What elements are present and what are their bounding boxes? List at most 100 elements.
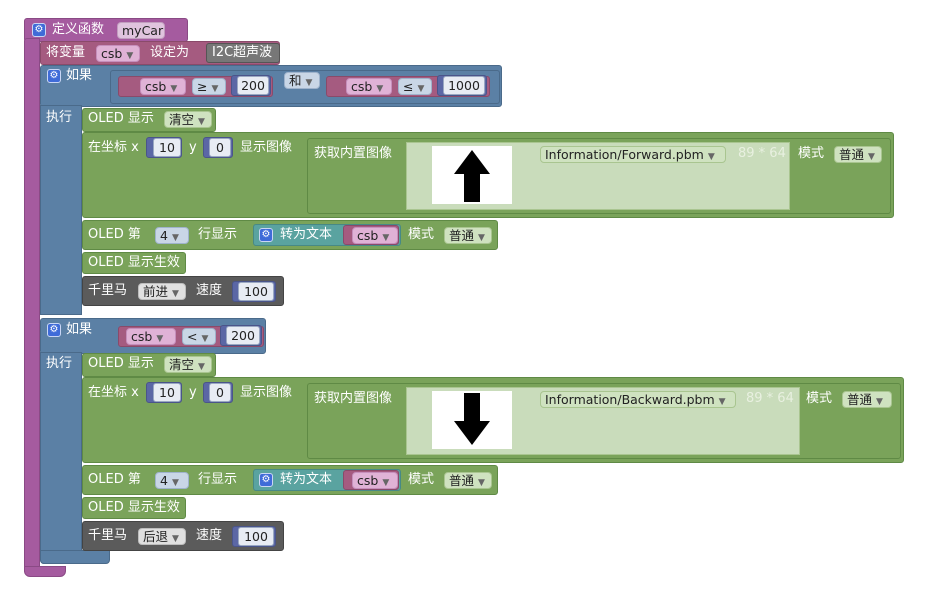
y-input-2[interactable]: 0 [209,383,231,402]
rhs-var-dropdown-1[interactable]: csb▼ [346,78,392,95]
image-file-1: Information/Forward.pbm [545,147,704,162]
speed-input-1[interactable]: 100 [238,282,274,301]
chevron-down-icon: ▼ [376,84,384,94]
oled-action-1: 清空 [169,112,195,127]
text-var-dropdown-2[interactable]: csb▼ [352,472,398,489]
mode2-dropdown-1[interactable]: 普通▼ [444,227,492,244]
gear-icon[interactable]: ⚙ [47,323,61,337]
oled-commit-block-1[interactable] [82,252,186,274]
get-img-label-2: 获取内置图像 [314,391,393,406]
chevron-down-icon: ▼ [170,84,178,94]
image-file-2: Information/Backward.pbm [545,392,715,407]
image-preview-2 [432,391,512,449]
up-arrow-icon [454,150,490,202]
if-label-2: 如果 [66,322,93,337]
if-block-2-footer [40,550,110,564]
text-var-1: csb [357,228,379,243]
oled-commit-block-2[interactable] [82,497,186,519]
chevron-down-icon: ▼ [382,478,390,488]
line-dropdown-2[interactable]: 4▼ [155,472,189,489]
num-input-1b[interactable]: 1000 [443,76,485,95]
line-2: 4 [160,473,168,488]
procedure-spine [24,38,40,576]
if-block-1-spine [40,105,82,315]
oled-action-dropdown-2[interactable]: 清空▼ [164,356,212,373]
num-input-2[interactable]: 200 [226,326,260,345]
mode-label-1: 模式 [798,146,825,161]
row-show-label-2: 行显示 [198,472,238,487]
set-var-middle: 设定为 [150,45,190,60]
image-preview-1 [432,146,512,204]
show-img-label-1: 显示图像 [240,140,293,155]
chevron-down-icon: ▼ [305,78,313,88]
car-label-2: 千里马 [88,528,128,543]
speed-label-1: 速度 [196,283,223,298]
mode2-dropdown-2[interactable]: 普通▼ [444,472,492,489]
chevron-down-icon: ▼ [417,84,425,94]
speed-input-2[interactable]: 100 [238,527,274,546]
line-dropdown-1[interactable]: 4▼ [155,227,189,244]
chevron-down-icon: ▼ [156,334,164,344]
coord-label-1: 在坐标 x [88,140,139,155]
lhs-var-dropdown-1[interactable]: csb▼ [140,78,186,95]
oled-action-dropdown-1[interactable]: 清空▼ [164,111,212,128]
op-1b: ≤ [403,79,414,94]
line-label-2: OLED 第 [88,472,141,487]
car-dir-1: 前进 [143,284,169,299]
y-input-1[interactable]: 0 [209,138,231,157]
gear-icon[interactable]: ⚙ [259,228,273,242]
image-file-dropdown-1[interactable]: Information/Forward.pbm▼ [540,146,726,163]
car-dir-dropdown-1[interactable]: 前进▼ [138,283,186,300]
text-var-dropdown-1[interactable]: csb▼ [352,227,398,244]
to-text-label-2: 转为文本 [280,472,333,487]
chevron-down-icon: ▼ [718,397,726,407]
mode-dropdown-2[interactable]: 普通▼ [842,391,892,408]
car-dir-dropdown-2[interactable]: 后退▼ [138,528,186,545]
show-img-label-2: 显示图像 [240,385,293,400]
set-var-dropdown[interactable]: csb▼ [96,45,140,62]
gear-icon[interactable]: ⚙ [32,23,46,37]
if-label-1: 如果 [66,68,93,83]
op-2: < [187,329,198,344]
lhs-var-1: csb [145,79,167,94]
chevron-down-icon: ▼ [172,534,179,544]
commit-label-1: OLED 显示生效 [88,255,180,270]
chevron-down-icon: ▼ [172,289,179,299]
procedure-footer [24,566,66,577]
op-dropdown-2[interactable]: <▼ [182,328,216,345]
chevron-down-icon: ▼ [478,478,485,488]
sensor-value-block[interactable] [206,43,280,63]
image-file-dropdown-2[interactable]: Information/Backward.pbm▼ [540,391,736,408]
function-name-field[interactable]: myCar [117,22,165,39]
down-arrow-icon [454,393,490,445]
x-input-1[interactable]: 10 [153,138,181,157]
gear-icon[interactable]: ⚙ [47,69,61,83]
oled-label-2: OLED 显示 [88,356,154,371]
exec-label-1: 执行 [46,110,73,125]
lhs-var-dropdown-2[interactable]: csb▼ [126,328,176,345]
and-dropdown[interactable]: 和▼ [284,72,320,89]
x-input-2[interactable]: 10 [153,383,181,402]
rhs-var-1: csb [351,79,373,94]
op-dropdown-1a[interactable]: ≥▼ [192,78,226,95]
oled-label-1: OLED 显示 [88,111,154,126]
num-input-1a[interactable]: 200 [237,76,269,95]
y-label-1: y [189,140,197,155]
get-img-label-1: 获取内置图像 [314,146,393,161]
set-var-prefix: 将变量 [46,45,86,60]
line-label-1: OLED 第 [88,227,141,242]
mode2-2: 普通 [449,473,475,488]
gear-icon[interactable]: ⚙ [259,473,273,487]
chevron-down-icon: ▼ [868,152,875,162]
define-function-label: 定义函数 [52,22,105,37]
car-dir-2: 后退 [143,529,169,544]
image-size-2: 89 * 64 [746,391,794,406]
mode-1: 普通 [839,147,865,162]
mode-dropdown-1[interactable]: 普通▼ [834,146,882,163]
op-dropdown-1b[interactable]: ≤▼ [398,78,432,95]
mode2-label-1: 模式 [408,227,435,242]
text-var-2: csb [357,473,379,488]
set-var-name: csb [101,46,123,61]
chevron-down-icon: ▼ [382,233,390,243]
coord-label-2: 在坐标 x [88,385,139,400]
